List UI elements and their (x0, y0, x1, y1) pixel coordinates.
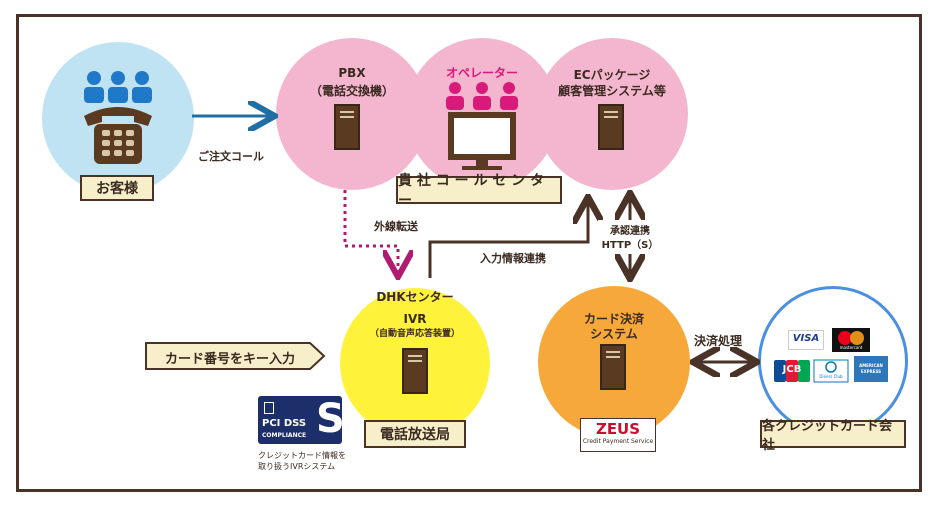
broadcast-label: 電話放送局 (364, 420, 466, 448)
ec-subtitle: 顧客管理システム等 (558, 84, 666, 98)
ivr-title: IVR (403, 312, 427, 326)
pci-note-2: 取り扱うIVRシステム (258, 462, 336, 471)
ec-title: ECパッケージ (573, 68, 651, 82)
card-system-title: カード決済 (583, 312, 644, 326)
card-system-server-icon (600, 344, 626, 390)
key-input-callout (145, 342, 326, 370)
zeus-logo: ZEUS (595, 420, 641, 438)
pbx-server-icon (334, 104, 360, 150)
mastercard-logo-text: mastercard (839, 345, 863, 350)
pci-card-icon (264, 402, 274, 414)
approval-label-box (598, 220, 662, 254)
input-link-label: 入力情報連携 (480, 252, 546, 265)
operator-title: オペレーター (445, 66, 518, 80)
pci-dss-badge (258, 396, 342, 444)
card-system-subtitle: システム (590, 327, 638, 341)
zeus-logo-box (580, 418, 656, 452)
ivr-subtitle: （自動音声応答装置） (369, 329, 460, 339)
transfer-label: 外線転送 (374, 220, 418, 233)
dhk-title: DHKセンター (376, 290, 454, 304)
customer-label: お客様 (80, 175, 154, 201)
diners-club-logo-text: Diners Club (819, 374, 843, 379)
ivr-server-icon (402, 348, 428, 394)
amex-logo-text: AMERICAN EXPRESS (859, 363, 883, 374)
transfer-arrow (343, 190, 398, 274)
approval-label-1: 承認連携 (610, 226, 650, 237)
pbx-title: PBX (338, 66, 366, 80)
pbx-subtitle: （電話交換機） (309, 84, 394, 98)
ec-server-icon (598, 104, 624, 150)
approval-label-2: HTTP（S） (601, 240, 659, 251)
customer-circle (42, 42, 194, 194)
key-input-label: カード番号をキー入力 (164, 352, 295, 367)
jcb-logo-text: JCB (782, 364, 802, 375)
input-link-arrow (428, 200, 588, 278)
settlement-label: 決済処理 (694, 334, 743, 348)
pci-dss-text: PCI DSS (262, 418, 307, 429)
order-call-label: ご注文コール (198, 150, 264, 163)
zeus-subtitle: Credit Payment Service (582, 438, 654, 445)
visa-logo-text: VISA (792, 333, 820, 344)
card-companies-label: 各クレジットカード会社 (760, 419, 906, 453)
pci-note-1: クレジットカード情報を (258, 451, 346, 460)
visa-logo (788, 330, 824, 350)
pci-s-mark: S (316, 396, 345, 442)
amex-logo (854, 356, 888, 382)
pci-compliance-text: COMPLIANCE (262, 432, 307, 439)
